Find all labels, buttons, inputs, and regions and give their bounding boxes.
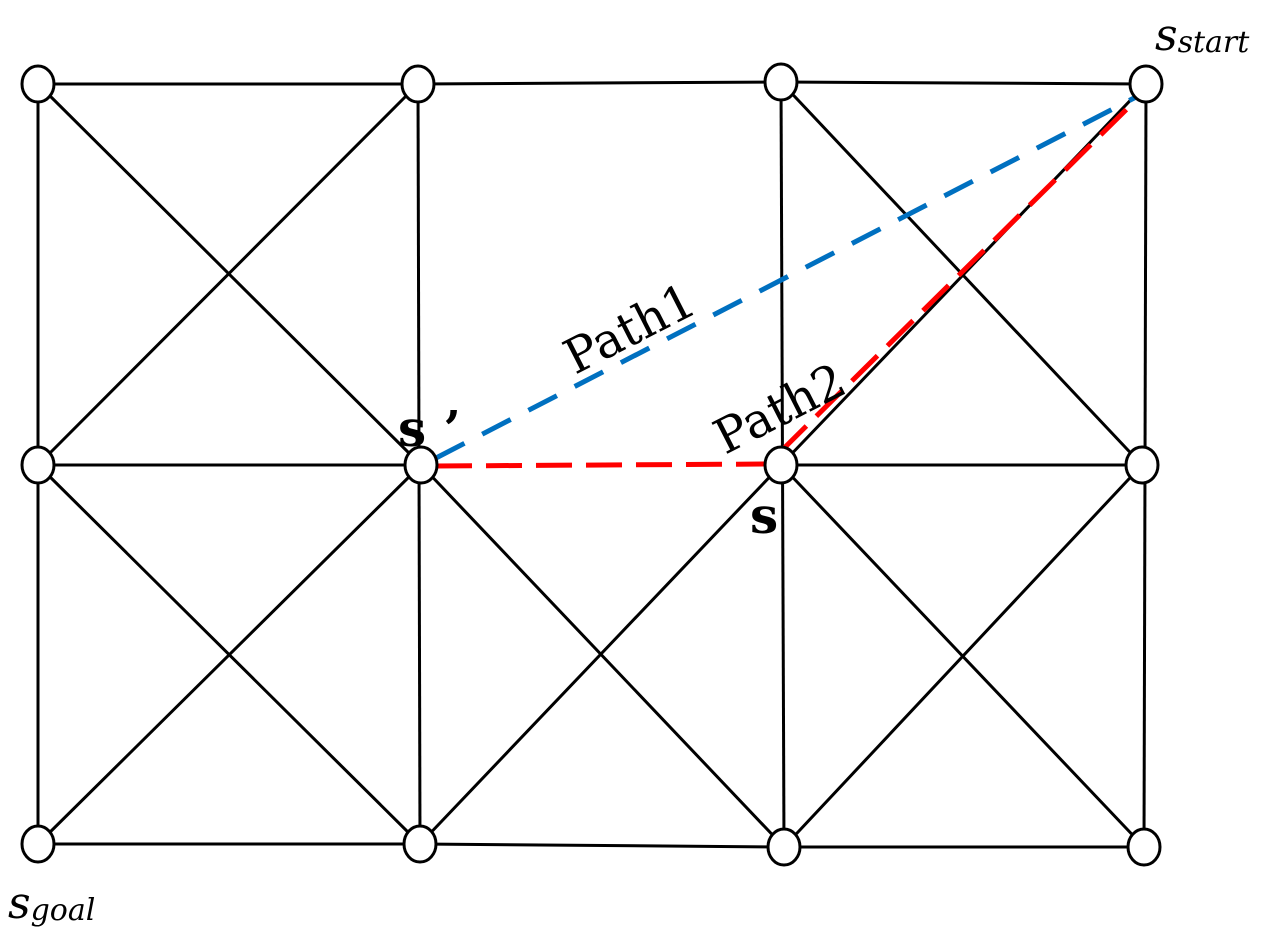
edge [782,463,1144,849]
node [763,62,799,102]
node [20,445,56,485]
node-s-prime [403,445,439,485]
grid-edges [36,80,1148,849]
edge [419,463,786,849]
node [400,64,436,104]
grid-nodes [20,62,1164,867]
goal-label-sub: goal [31,893,96,928]
start-label-sub: start [1178,25,1251,60]
s-label: s [750,486,778,545]
path1-line [434,93,1140,461]
goal-label-main: s [8,878,31,929]
node [1124,445,1160,485]
node-goal [20,824,56,864]
s-prime-label: s ’ [398,399,461,458]
node [20,64,56,104]
edge [419,842,785,849]
start-label: sstart [1155,10,1250,61]
node [766,827,802,867]
edge [36,82,420,467]
edge [418,463,783,846]
node [1126,827,1162,867]
node-start [1128,64,1164,104]
path1-label: Path1 [555,272,705,385]
start-label-main: s [1155,10,1178,61]
node-s [763,445,799,485]
edge [780,80,1147,86]
edge [36,463,423,846]
node [402,824,438,864]
goal-label: sgoal [8,878,95,929]
edge [417,80,782,86]
